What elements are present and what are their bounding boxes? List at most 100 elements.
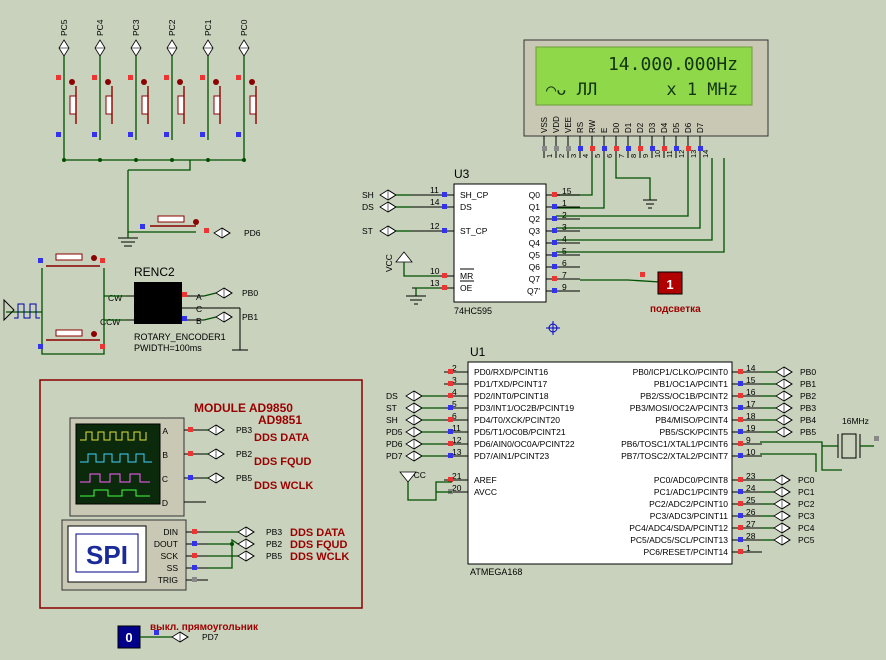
u1-net-pd5: PD5 xyxy=(386,427,403,437)
scope-label-1: DDS FQUD xyxy=(254,456,312,468)
u1-pin-pc6: PC6/RESET/PCINT14 xyxy=(643,547,728,557)
lcd-pin-num: 1 xyxy=(545,154,554,158)
module-title1: MODULE AD9850 xyxy=(194,401,293,415)
lcd-pin-d5: D5 xyxy=(672,122,681,133)
u1-pin-num-12: 12 xyxy=(452,435,462,445)
pin-marker xyxy=(738,417,743,422)
rect-off-value: 0 xyxy=(125,630,132,645)
u1-ref: U1 xyxy=(470,345,486,359)
pin-marker xyxy=(638,146,643,151)
u1-pin-num-24: 24 xyxy=(746,483,756,493)
u3-vcc: VCC xyxy=(384,254,394,272)
key-cap xyxy=(69,95,77,115)
u3-pin-q4: Q4 xyxy=(529,238,541,248)
key-cap xyxy=(177,95,185,115)
pin-marker xyxy=(552,288,557,293)
u1-net-pc0: PC0 xyxy=(798,475,815,485)
pin-marker xyxy=(236,132,241,137)
u1-pin-num-15: 15 xyxy=(746,375,756,385)
lcd-pin-d1: D1 xyxy=(624,122,633,133)
u1-net-pb2: PB2 xyxy=(800,391,816,401)
key-port-pc5 xyxy=(58,39,70,57)
encoder-b-label: B xyxy=(196,316,202,326)
u1-pin-num-2: 2 xyxy=(452,363,457,373)
scope-pin-c: C xyxy=(162,474,168,484)
key-contact xyxy=(105,79,111,85)
key-label-pc4: PC4 xyxy=(95,19,105,36)
u3-pin-num-15: 15 xyxy=(562,186,572,196)
lcd-pin-d2: D2 xyxy=(636,122,645,133)
lcd-pin-num: 3 xyxy=(569,154,578,158)
u1-part: ATMEGA168 xyxy=(470,567,522,577)
lcd-pin-d3: D3 xyxy=(648,122,657,133)
u3-pin-num-4: 4 xyxy=(562,234,567,244)
key-junction xyxy=(242,158,246,162)
rect-off-net: PD7 xyxy=(202,632,219,642)
u3-pin-q3: Q3 xyxy=(529,226,541,236)
u1-pin-pb5: PB5/SCK/PCINT5 xyxy=(660,427,729,437)
lcd-module: 14.000.000Hz ⌒ᴗ ЛЛ x 1 MHz VSS1VDD2VEE3R… xyxy=(523,39,769,158)
key-port-pc0 xyxy=(238,39,250,57)
lcd-pin-d7: D7 xyxy=(696,122,705,133)
pin-marker xyxy=(442,228,447,233)
u1-pin-num-13: 13 xyxy=(452,447,462,457)
spi-pin-dout: DOUT xyxy=(154,539,178,549)
u3-pin-num-3: 3 xyxy=(562,222,567,232)
u3-pin-q7: Q7' xyxy=(527,286,540,296)
u3-pin-num-1: 1 xyxy=(562,198,567,208)
u1-pin-pb2: PB2/SS/OC1B/PCINT2 xyxy=(640,391,728,401)
spi-label-1: DDS FQUD xyxy=(290,539,348,551)
pin-marker xyxy=(554,146,559,151)
u1-pin-pd1: PD1/TXD/PCINT17 xyxy=(474,379,547,389)
encoder-ccw-label: CCW xyxy=(100,317,120,327)
u3-pin-num-7: 7 xyxy=(562,270,567,280)
u1-pin-pd0: PD0/RXD/PCINT16 xyxy=(474,367,548,377)
u1-pin-num-25: 25 xyxy=(746,495,756,505)
lcd-pin-num: 8 xyxy=(629,154,638,158)
pin-marker xyxy=(650,146,655,151)
pin-marker xyxy=(164,75,169,80)
u1-net-pc4: PC4 xyxy=(798,523,815,533)
pin-marker xyxy=(542,146,547,151)
u1-pin-pd5: PD5/T1/OC0B/PCINT21 xyxy=(474,427,566,437)
u1-net-pd7: PD7 xyxy=(386,451,403,461)
u1-pin-num-4: 4 xyxy=(452,387,457,397)
u1-pin-num-5: 5 xyxy=(452,399,457,409)
encoder-out-b: PB1 xyxy=(242,312,258,322)
u3-pin-q7: Q7 xyxy=(529,274,541,284)
lcd-pin-num: 10 xyxy=(653,150,662,158)
key-junction xyxy=(206,158,210,162)
module-title2: AD9851 xyxy=(258,413,302,427)
pin-marker xyxy=(552,276,557,281)
u1-pin-pc5: PC5/ADC5/SCL/PCINT13 xyxy=(630,535,728,545)
u3-pin-num-5: 5 xyxy=(562,246,567,256)
pin-marker xyxy=(552,240,557,245)
rotary-encoder: RENC2 CW CCW A C B ROTARY_ENCODER1 PWIDT… xyxy=(100,265,258,353)
u1-net-ds: DS xyxy=(386,391,398,401)
u1-pin-num-10: 10 xyxy=(746,447,756,457)
lcd-pin-num: 2 xyxy=(557,154,566,158)
lcd-pin-rw: RW xyxy=(588,119,597,133)
key-label-pc1: PC1 xyxy=(203,19,213,36)
pin-marker xyxy=(442,285,447,290)
pin-marker xyxy=(164,132,169,137)
pin-marker xyxy=(128,132,133,137)
lcd-pin-e: E xyxy=(600,128,609,133)
u1-net-pb3: PB3 xyxy=(800,403,816,413)
u1-vcc: VCC xyxy=(408,470,426,480)
pin-marker xyxy=(188,427,193,432)
backlight-indicator: 1 подсветка xyxy=(580,271,701,315)
lcd-pin-num: 7 xyxy=(617,154,626,158)
scope-net-pb2: PB2 xyxy=(236,449,252,459)
scope-pin-b: B xyxy=(162,450,168,460)
u3-pin-num-10: 10 xyxy=(430,266,440,276)
pin-marker xyxy=(200,132,205,137)
spi-pin-ss: SS xyxy=(167,563,179,573)
pin-marker xyxy=(566,146,571,151)
spi-pin-din: DIN xyxy=(163,527,178,537)
u3-pin-num-11: 11 xyxy=(430,185,439,195)
pin-marker xyxy=(442,204,447,209)
spi-label-2: DDS WCLK xyxy=(290,551,349,563)
pin-marker xyxy=(192,529,197,534)
